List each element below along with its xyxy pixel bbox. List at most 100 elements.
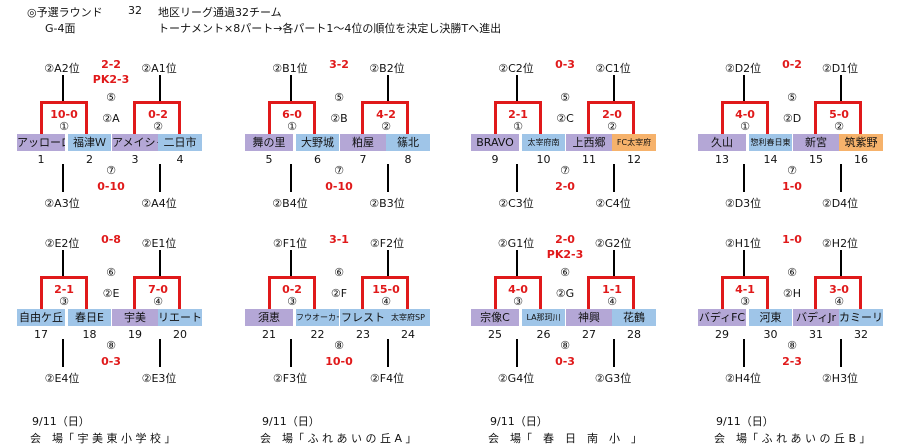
center-court-label: ②G <box>555 287 575 300</box>
match5-pk-score: PK2-3 <box>92 73 130 86</box>
team-number: 25 <box>488 328 502 341</box>
team-box: 惣利春日東 <box>749 134 792 151</box>
match1-number: ① <box>740 120 750 133</box>
match5-number: ⑤ <box>106 91 116 104</box>
bracket-right-side-r <box>632 276 635 309</box>
match7-number: ⑦ <box>560 164 570 177</box>
match2-score: 5-0 <box>829 108 849 121</box>
bottom-right-place-label: ②C4位 <box>595 197 631 210</box>
connector-top-left <box>62 250 64 278</box>
bracket-right-side <box>133 101 136 134</box>
bracket-left-side <box>494 101 497 134</box>
match1-score: 10-0 <box>50 108 78 121</box>
bottom-left-place-label: ②E4位 <box>44 372 80 385</box>
team-number: 24 <box>401 328 415 341</box>
team-number: 17 <box>34 328 48 341</box>
team-box: カミーリア <box>839 309 883 326</box>
center-court-label: ②B <box>330 112 348 125</box>
bottom-left-place-label: ②H4位 <box>724 372 762 385</box>
team-box: FC太宰府 <box>612 134 656 151</box>
connector-top-right <box>159 250 161 278</box>
team-box: アッローロ <box>17 134 65 151</box>
bottom-right-place-label: ②E3位 <box>141 372 177 385</box>
connector-bottom-left <box>290 164 292 192</box>
match2-score: 0-2 <box>148 108 168 121</box>
venue-name: 会 場「 ふ れ あ い の 丘 A 」 <box>260 432 417 445</box>
match2-number: ④ <box>381 295 391 308</box>
round-label: ◎予選ラウンド <box>27 6 103 19</box>
team-box: 太宰府SP <box>386 309 430 326</box>
team-box: 宇美 <box>112 309 158 326</box>
match1-score: 6-0 <box>282 108 302 121</box>
top-right-place-label: ②B2位 <box>369 62 405 75</box>
connector-top-left <box>743 75 745 103</box>
top-right-place-label: ②E1位 <box>141 237 177 250</box>
match2-score: 4-2 <box>376 108 396 121</box>
connector-bottom-left <box>290 339 292 367</box>
bracket-left-side-r <box>313 101 316 134</box>
connector-bottom-left <box>743 164 745 192</box>
match1-number: ① <box>59 120 69 133</box>
connector-bottom-right <box>613 339 615 367</box>
bracket-left-side-r <box>539 101 542 134</box>
bracket-right-side <box>361 101 364 134</box>
bracket-right-side-r <box>406 276 409 309</box>
team-number: 13 <box>715 153 729 166</box>
tournament-note: トーナメント×8パート→各パート1～4位の順位を決定し決勝Tへ進出 <box>158 22 502 35</box>
match7-score: 0-3 <box>101 355 121 368</box>
connector-top-left <box>516 75 518 103</box>
match1-number: ① <box>513 120 523 133</box>
match2-number: ② <box>153 120 163 133</box>
team-number: 30 <box>763 328 778 341</box>
match2-score: 3-0 <box>829 283 849 296</box>
bracket-left-side-r <box>766 101 769 134</box>
bracket-right-top <box>587 101 635 104</box>
team-number: 6 <box>314 153 321 166</box>
bottom-left-place-label: ②B4位 <box>272 197 308 210</box>
connector-bottom-left <box>516 164 518 192</box>
team-number: 26 <box>536 328 551 341</box>
bottom-right-place-label: ②A4位 <box>141 197 177 210</box>
match7-number: ⑧ <box>787 339 797 352</box>
team-box: アメイシャ <box>112 134 158 151</box>
top-right-place-label: ②G2位 <box>594 237 632 250</box>
match1-score: 4-0 <box>735 108 755 121</box>
bottom-left-place-label: ②A3位 <box>44 197 80 210</box>
connector-top-right <box>159 75 161 103</box>
team-number: 2 <box>86 153 93 166</box>
center-court-label: ②F <box>330 287 348 300</box>
match1-number: ① <box>287 120 297 133</box>
bracket-left-side <box>494 276 497 309</box>
connector-bottom-left <box>62 339 64 367</box>
team-number: 27 <box>582 328 596 341</box>
connector-bottom-right <box>387 164 389 192</box>
team-box: 二日市 <box>158 134 202 151</box>
team-box: 須恵 <box>245 309 293 326</box>
team-number: 19 <box>128 328 142 341</box>
bracket-left-side <box>40 101 43 134</box>
match5-number: ⑥ <box>787 266 797 279</box>
team-number: 28 <box>627 328 641 341</box>
bracket-left-top <box>40 101 88 104</box>
team-number: 32 <box>854 328 868 341</box>
center-court-label: ②D <box>782 112 802 125</box>
match2-number: ② <box>607 120 617 133</box>
top-left-place-label: ②A2位 <box>44 62 80 75</box>
team-box: 上西郷 <box>566 134 612 151</box>
match5-pk-score: PK2-3 <box>546 248 584 261</box>
connector-top-right <box>387 250 389 278</box>
venue-date: 9/11（日） <box>490 415 548 428</box>
center-court-label: ②H <box>782 287 802 300</box>
match7-score: 2-3 <box>782 355 802 368</box>
match5-score: 1-0 <box>782 233 802 246</box>
team-box: 春日E <box>68 309 111 326</box>
bracket-right-side-r <box>406 101 409 134</box>
team-number: 3 <box>131 153 139 166</box>
match7-number: ⑧ <box>334 339 344 352</box>
team-box: バディFC <box>698 309 746 326</box>
match1-number: ③ <box>287 295 297 308</box>
connector-top-right <box>840 75 842 103</box>
match7-score: 0-10 <box>97 180 125 193</box>
bracket-right-top <box>814 101 862 104</box>
bracket-left-top <box>721 276 769 279</box>
